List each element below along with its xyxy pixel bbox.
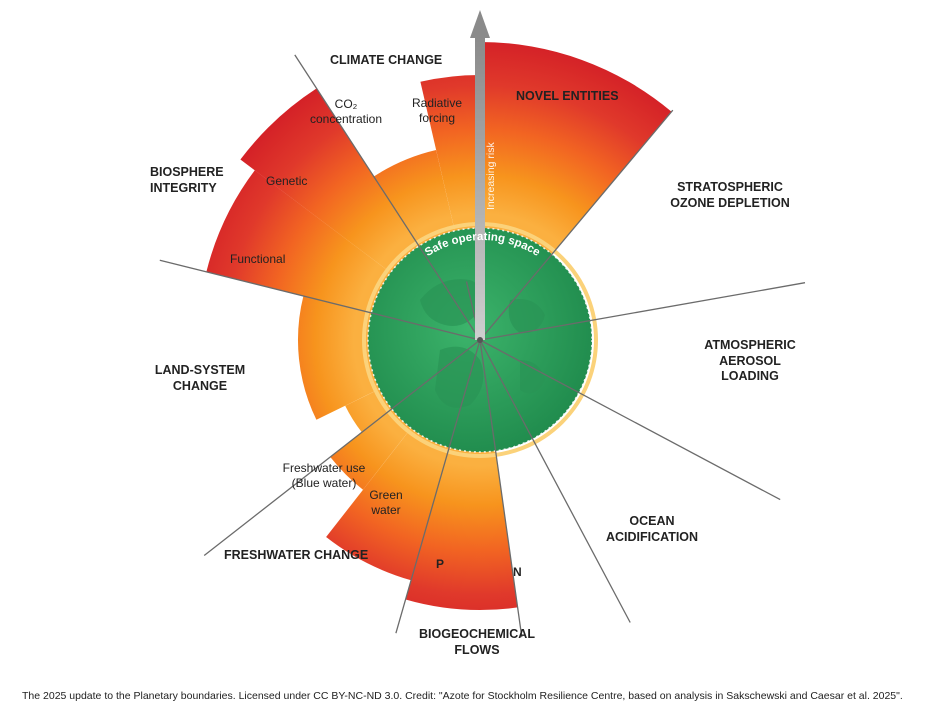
label-radiative-forcing: Radiative forcing <box>411 96 463 125</box>
center-hub <box>477 337 483 343</box>
label-green-water: Green water <box>369 488 403 517</box>
sector-divider-line <box>479 282 806 341</box>
label-land-system-change: LAND-SYSTEM CHANGE <box>154 363 246 393</box>
label-freshwater-use: Freshwater use (Blue water) <box>282 461 366 490</box>
label-freshwater-change: FRESHWATER CHANGE <box>224 548 369 562</box>
sector-divider-line <box>479 339 631 623</box>
label-biogeochemical-flows: BIOGEOCHEMICAL FLOWS <box>419 627 535 657</box>
label-ocean-acidification: OCEAN ACIDIFICATION <box>605 514 699 544</box>
increasing-risk-arrowhead <box>470 10 490 38</box>
continent-shapes <box>420 279 545 408</box>
label-biosphere-integrity: BIOSPHERE INTEGRITY <box>150 165 224 195</box>
sector-divider-line <box>294 54 481 341</box>
wedge-biogeochemical-n <box>405 340 518 611</box>
increasing-risk-arrow-shaft <box>475 36 485 340</box>
sector-dividers <box>159 54 806 638</box>
label-atmospheric-aerosol-loading: ATMOSPHERIC AEROSOL LOADING <box>704 338 796 384</box>
sector-divider-line <box>395 339 481 634</box>
sector-divider-line <box>479 109 674 341</box>
sector-divider-line <box>203 339 481 557</box>
label-nitrogen: N <box>513 565 522 579</box>
safe-space-dotted-border <box>367 227 593 453</box>
label-novel-entities: NOVEL ENTITIES <box>516 89 619 103</box>
label-co2-concentration: CO₂ concentration <box>309 97 383 126</box>
credit-text: The 2025 update to the Planetary boundar… <box>22 690 903 702</box>
sector-divider-line <box>159 259 481 341</box>
sector-divider-line <box>479 339 523 638</box>
label-phosphorus: P <box>436 557 445 571</box>
increasing-risk-label: Increasing risk <box>485 142 497 210</box>
label-genetic: Genetic <box>266 174 308 188</box>
label-functional: Functional <box>230 252 286 266</box>
sector-divider-line <box>479 339 781 501</box>
label-climate-change: CLIMATE CHANGE <box>330 53 443 67</box>
label-stratospheric-ozone-depletion: STRATOSPHERIC OZONE DEPLETION <box>670 180 790 210</box>
